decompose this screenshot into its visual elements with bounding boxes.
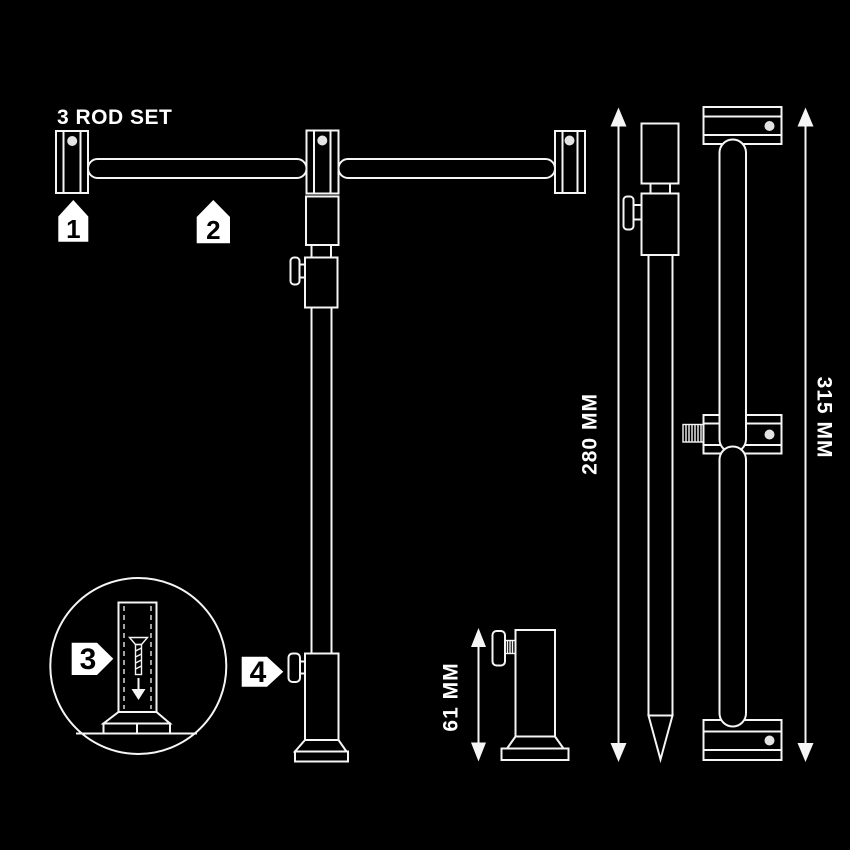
label-pointer-right-icon bbox=[241, 656, 284, 687]
thread-hole-icon bbox=[764, 735, 775, 746]
foot-cylinder bbox=[514, 629, 556, 738]
part-label-2: 2 bbox=[196, 200, 230, 245]
lower-pole-tube bbox=[718, 445, 747, 728]
screw-thread bbox=[135, 647, 142, 652]
connector-neck bbox=[649, 182, 671, 195]
stick-tube bbox=[647, 254, 674, 717]
upper-connector-block bbox=[305, 195, 340, 246]
rod-rest-holder-centre bbox=[305, 129, 340, 195]
arrow-down-icon bbox=[797, 743, 814, 762]
upper-pole-tube bbox=[718, 138, 747, 454]
base-flare bbox=[292, 739, 349, 753]
magnifier-circle bbox=[49, 577, 228, 755]
dimension-label: 315 MM bbox=[813, 377, 836, 459]
knob-stem bbox=[632, 204, 643, 221]
screw-icon bbox=[127, 636, 150, 676]
thumb-screw-knob bbox=[491, 630, 506, 667]
buzz-bar-left-segment bbox=[87, 158, 308, 179]
upper-section bbox=[640, 122, 680, 185]
screw-thread bbox=[135, 665, 142, 670]
base-plate bbox=[500, 747, 570, 761]
part-number: 2 bbox=[206, 215, 220, 245]
base-flare bbox=[505, 735, 566, 750]
base-sleeve bbox=[304, 652, 340, 741]
screw-shaft bbox=[134, 643, 143, 676]
thread-hole-icon bbox=[764, 121, 775, 131]
measurement-315mm: 315 MM bbox=[797, 107, 836, 762]
down-arrow-icon bbox=[131, 678, 146, 700]
part-label-1: 1 bbox=[58, 200, 89, 244]
pole-tube bbox=[310, 306, 333, 655]
thread-hole-icon bbox=[67, 136, 78, 146]
rod-rest-holder-right bbox=[554, 130, 586, 194]
thumb-screw-knob bbox=[287, 652, 301, 683]
rod-rest-holder-left bbox=[55, 130, 89, 194]
page-title: 3 ROD SET bbox=[57, 106, 172, 129]
arrow-up-icon bbox=[471, 628, 486, 647]
label-pointer-right-icon bbox=[71, 642, 114, 675]
adjuster-block bbox=[640, 192, 680, 256]
label-pointer-up-icon bbox=[196, 200, 230, 244]
detail-circle-inset bbox=[49, 577, 228, 755]
ground-spike bbox=[647, 714, 674, 764]
centre-pole-assembly bbox=[287, 195, 349, 763]
part-number: 1 bbox=[66, 214, 80, 244]
arrow-up-icon bbox=[797, 107, 814, 127]
measurement-280mm: 280 MM bbox=[579, 107, 627, 762]
thumb-screw-knob bbox=[289, 256, 301, 286]
dimension-label: 61 MM bbox=[440, 662, 463, 731]
thread-hole-icon bbox=[764, 429, 775, 440]
thumb-screw-knob bbox=[622, 195, 635, 231]
thread-hatch bbox=[682, 423, 705, 443]
label-pointer-up-icon bbox=[58, 200, 89, 242]
adjuster-block bbox=[304, 256, 339, 309]
buzz-bar-assembly bbox=[55, 129, 586, 195]
arrow-down-icon bbox=[610, 743, 627, 762]
thread-hole-icon bbox=[317, 135, 328, 146]
screw-thread bbox=[135, 659, 142, 664]
thread-hatch bbox=[504, 639, 517, 655]
arrow-head bbox=[131, 689, 146, 700]
stabilizer-foot: 61 MM bbox=[440, 628, 570, 762]
screw-thread bbox=[135, 653, 142, 658]
base-plate bbox=[294, 750, 349, 763]
part-number: 4 bbox=[250, 656, 267, 689]
arrow-down-icon bbox=[471, 742, 486, 762]
holder-body bbox=[305, 129, 340, 195]
measurement-61mm: 61 MM bbox=[440, 628, 486, 762]
base-flare bbox=[100, 711, 173, 725]
part-label-4: 4 bbox=[241, 656, 284, 689]
part-label-3: 3 bbox=[71, 642, 114, 676]
bank-stick bbox=[622, 122, 680, 764]
dimension-label: 280 MM bbox=[579, 393, 602, 475]
part-number: 3 bbox=[80, 643, 97, 676]
connector-neck bbox=[310, 244, 332, 259]
buzz-bar-right-segment bbox=[337, 158, 556, 179]
assembled-side-view bbox=[682, 106, 783, 761]
arrow-up-icon bbox=[610, 107, 627, 127]
thread-hole-icon bbox=[564, 135, 575, 146]
